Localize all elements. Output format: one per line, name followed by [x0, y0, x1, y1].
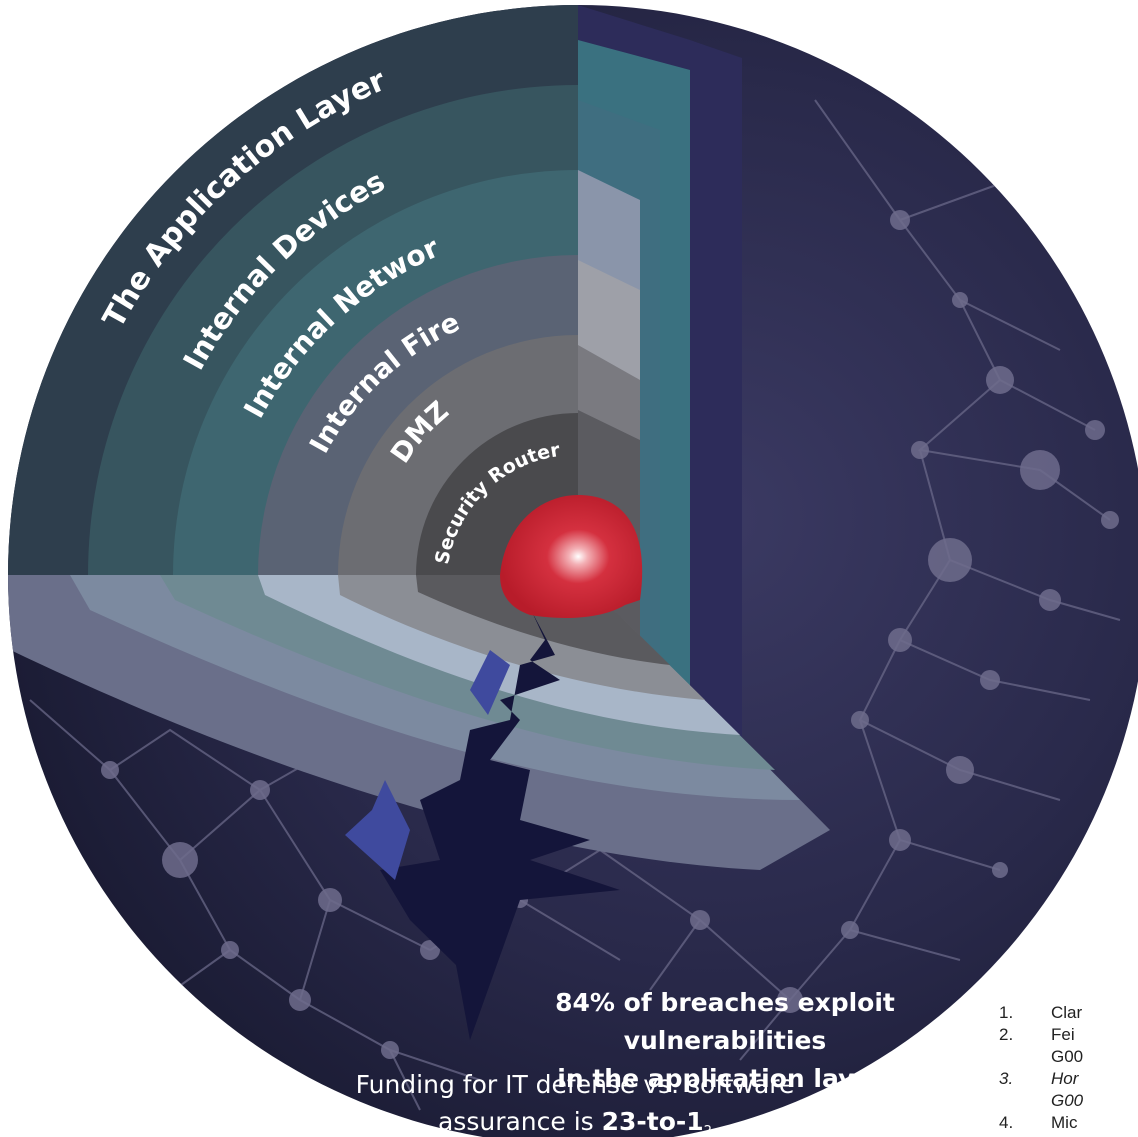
footnote-text: Mic: [1051, 1113, 1078, 1132]
footnote-3: 3. Hor: [983, 1068, 1138, 1090]
breach-footnote-ref: 1: [883, 1081, 893, 1096]
funding-footnote-ref: 2: [703, 1124, 712, 1137]
footnotes-list: 1. Clar 2. Fei G00 3. Hor G00 4. Mic: [983, 1002, 1138, 1134]
layer-rings: [8, 5, 578, 575]
footnote-number: 1.: [999, 1003, 1014, 1022]
funding-line-1: Funding for IT defense vs. software: [355, 1070, 795, 1099]
breach-line-1: 84% of breaches exploit vulnerabilities: [555, 988, 895, 1055]
footnote-number: 3.: [999, 1069, 1014, 1088]
funding-line-2-prefix: assurance is: [437, 1107, 602, 1136]
breach-line-2: in the application layer1: [455, 1060, 995, 1108]
breach-statistic: 84% of breaches exploit vulnerabilities …: [455, 984, 995, 1108]
footnote-number: 4.: [999, 1113, 1014, 1132]
footnote-2: 2. Fei: [983, 1024, 1138, 1046]
network-nodes: [101, 210, 1119, 1059]
ring-dmzs: [338, 335, 578, 575]
funding-line-2: assurance is 23-to-12: [225, 1103, 925, 1137]
footnote-text: Hor: [1051, 1069, 1079, 1088]
cutaway-floor: [8, 575, 830, 870]
footnote-4: 4. Mic: [983, 1112, 1138, 1134]
footnote-number: 2.: [999, 1025, 1014, 1044]
footnote-2-continuation: G00: [1051, 1047, 1084, 1066]
breach-crack: [345, 612, 620, 1040]
funding-statistic: Funding for IT defense vs. software assu…: [225, 1066, 925, 1137]
footnote-1: 1. Clar: [983, 1002, 1138, 1024]
breach-line-2-text: in the application layer: [557, 1064, 884, 1093]
funding-ratio: 23-to-1: [601, 1107, 704, 1136]
footnote-3-continuation: G00: [1051, 1091, 1084, 1110]
footnote-text: Clar: [1051, 1003, 1083, 1022]
ring-security-router: [416, 413, 578, 575]
footnote-text: Fei: [1051, 1025, 1075, 1044]
core-sphere: [500, 495, 643, 618]
